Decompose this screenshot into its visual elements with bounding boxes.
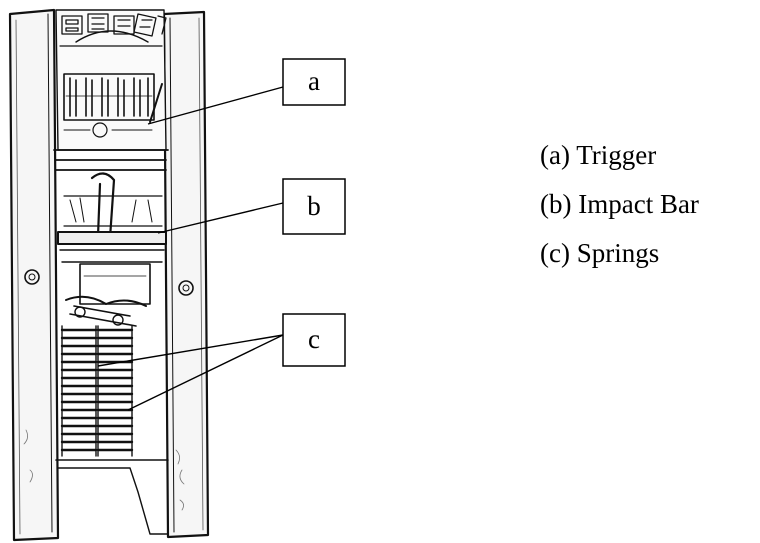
- callout-label-a: a: [308, 66, 320, 96]
- callout-a: a: [283, 59, 345, 105]
- legend-item-trigger: (a) Trigger: [540, 138, 699, 187]
- callout-b: b: [283, 179, 345, 234]
- legend: (a) Trigger (b) Impact Bar (c) Springs: [540, 138, 699, 285]
- callout-c: c: [283, 314, 345, 366]
- legend-item-impact-bar: (b) Impact Bar: [540, 187, 699, 236]
- callout-label-b: b: [307, 191, 321, 221]
- springs: [62, 326, 132, 456]
- device-illustration: [10, 10, 208, 540]
- callout-label-c: c: [308, 324, 320, 354]
- legend-item-springs: (c) Springs: [540, 236, 699, 285]
- impact-bar: [58, 232, 166, 244]
- hook: [92, 173, 114, 238]
